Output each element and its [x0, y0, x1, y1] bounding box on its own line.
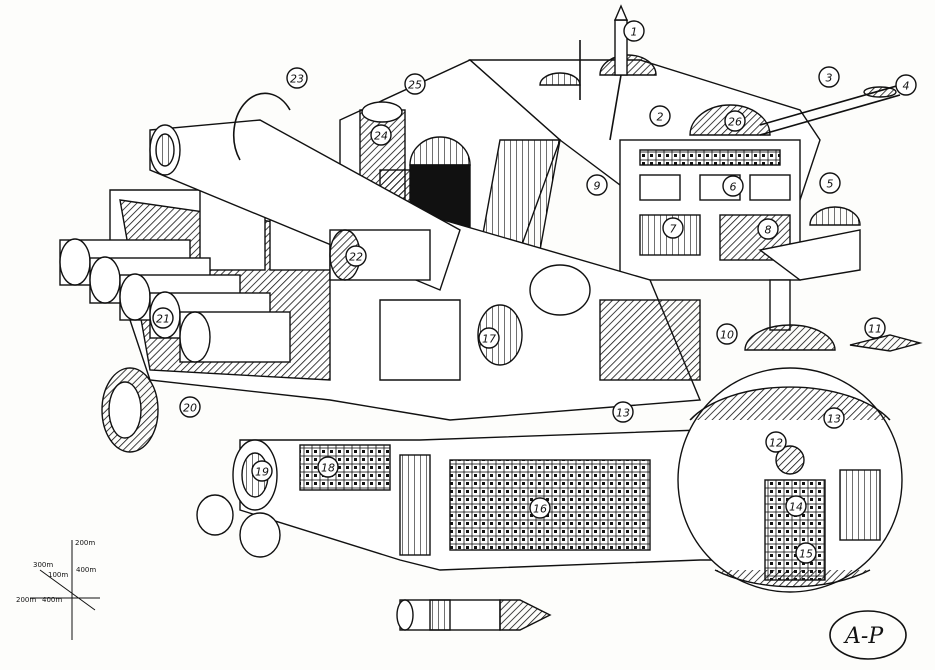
- callout-number: 3: [826, 72, 833, 85]
- callout: 9: [586, 174, 608, 196]
- callout: 18: [317, 456, 339, 478]
- sensor-boom: [759, 84, 901, 136]
- sphere-module: [677, 279, 903, 593]
- callout-number: 10: [720, 329, 734, 342]
- callout-number: 24: [374, 130, 388, 143]
- callout-number: 14: [789, 501, 803, 514]
- callout-number: 26: [728, 116, 742, 129]
- callout: 10: [716, 323, 738, 345]
- callout-number: 7: [670, 223, 677, 236]
- antenna-tower: [539, 4, 657, 141]
- callout: 13: [612, 401, 634, 423]
- callout: 12: [765, 431, 787, 453]
- callout-number: 13: [827, 413, 841, 426]
- callout: 24: [370, 124, 392, 146]
- callout-number: 18: [321, 462, 335, 475]
- callout-number: 8: [765, 224, 772, 237]
- artist-signature: A-P: [829, 610, 907, 660]
- callout-number: 2: [657, 111, 664, 124]
- command-module: [619, 139, 861, 281]
- callout-number: 17: [482, 333, 496, 346]
- callout: 3: [818, 66, 840, 88]
- signature-text: A-P: [843, 624, 884, 649]
- callout: 15: [795, 542, 817, 564]
- callout: 14: [785, 495, 807, 517]
- callout: 1: [623, 20, 645, 42]
- callout-number: 21: [156, 313, 170, 326]
- callout-number: 1: [631, 26, 638, 39]
- callout: 11: [864, 317, 886, 339]
- callout: 16: [529, 497, 551, 519]
- callout-number: 19: [255, 466, 269, 479]
- scale-up-label: 200m: [75, 539, 95, 547]
- shuttle-craft: [849, 334, 923, 352]
- scale-mid-label: 100m: [48, 571, 68, 579]
- callout-number: 4: [903, 80, 910, 93]
- scale-left-label: 200m: [16, 596, 36, 604]
- callout-number: 22: [349, 251, 363, 264]
- callout: 25: [404, 73, 426, 95]
- scale-diag-label: 300m: [33, 561, 53, 569]
- callout: 19: [251, 460, 273, 482]
- scale-left2-label: 400m: [42, 596, 62, 604]
- callout: 21: [152, 307, 174, 329]
- callout: 17: [478, 327, 500, 349]
- missile: [396, 599, 552, 631]
- callout: 23: [286, 67, 308, 89]
- callout: 13: [823, 407, 845, 429]
- callout-number: 11: [868, 323, 882, 336]
- callout: 22: [345, 245, 367, 267]
- callout: 20: [179, 396, 201, 418]
- upper-nacelle: [149, 92, 461, 291]
- callout-number: 16: [533, 503, 547, 516]
- callout-number: 23: [290, 73, 304, 86]
- callout-number: 25: [408, 79, 422, 92]
- callout-number: 15: [799, 548, 813, 561]
- callout: 6: [722, 175, 744, 197]
- callout: 8: [757, 218, 779, 240]
- callout: 4: [895, 74, 917, 96]
- callout: 26: [724, 110, 746, 132]
- scale-right-label: 400m: [76, 566, 96, 574]
- callout-number: 5: [827, 178, 834, 191]
- callout-number: 6: [730, 181, 737, 194]
- callout: 2: [649, 105, 671, 127]
- lower-engine: [101, 367, 159, 453]
- callout-number: 13: [616, 407, 630, 420]
- callout-number: 12: [769, 437, 783, 450]
- callout-number: 20: [183, 402, 197, 415]
- callout-layer: 1 2 3 4 5 6 7 8 9 10 11 12 13 13 14 15 1…: [152, 20, 917, 564]
- turret-24: [359, 101, 471, 236]
- scale-indicator: 200m 400m 300m 100m 200m 400m: [16, 539, 100, 640]
- callout: 7: [662, 217, 684, 239]
- callout-number: 9: [594, 180, 601, 193]
- callout: 5: [819, 172, 841, 194]
